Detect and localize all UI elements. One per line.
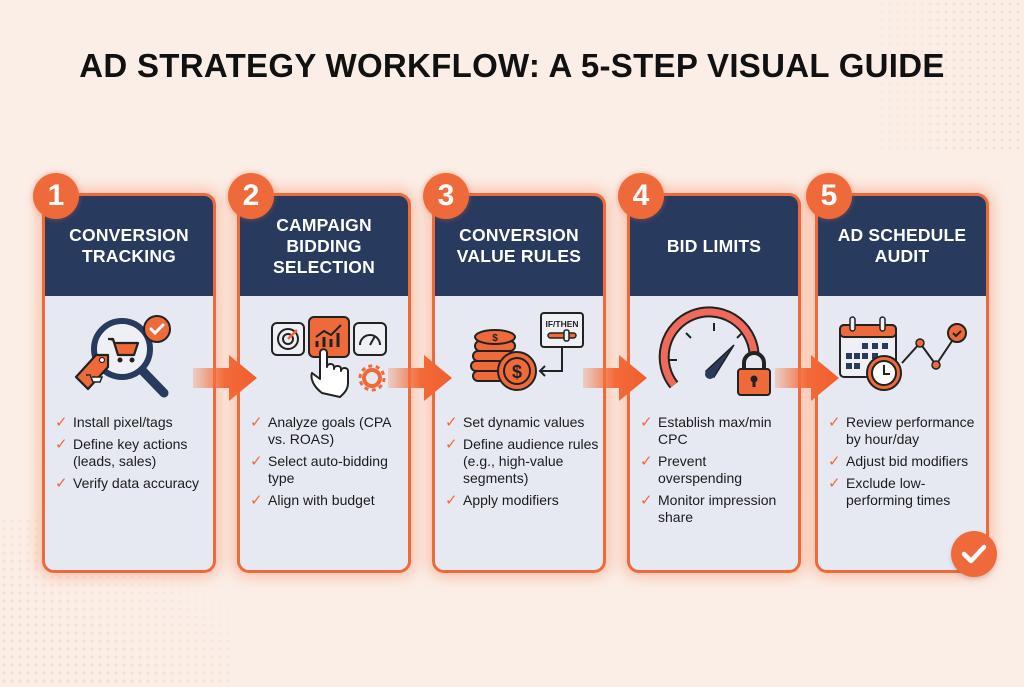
checklist-item: ✓Set dynamic values bbox=[445, 414, 585, 431]
step-number-badge: 2 bbox=[228, 173, 274, 219]
svg-text:$: $ bbox=[492, 333, 498, 344]
check-icon: ✓ bbox=[55, 475, 68, 492]
svg-text:IF/THEN: IF/THEN bbox=[545, 319, 578, 329]
step-title: AD SCHEDULE AUDIT bbox=[818, 196, 986, 296]
check-icon: ✓ bbox=[828, 414, 841, 431]
check-icon: ✓ bbox=[640, 453, 653, 470]
page-title: AD STRATEGY WORKFLOW: A 5-STEP VISUAL GU… bbox=[79, 47, 945, 84]
step-card-ad-schedule-audit: AD SCHEDULE AUDIT ✓Review performance by… bbox=[815, 193, 989, 573]
checklist-item: ✓Adjust bid modifiers bbox=[828, 453, 969, 470]
calendar-clock-trend-icon bbox=[818, 296, 986, 414]
checklist-item: ✓Define audience rules (e.g., high-value… bbox=[445, 436, 599, 486]
step-checklist: ✓Review performance by hour/day ✓Adjust … bbox=[818, 414, 986, 509]
arrow-right-icon bbox=[775, 355, 839, 401]
checklist-item: ✓Verify data accuracy bbox=[55, 475, 200, 492]
step-title: CAMPAIGN BIDDING SELECTION bbox=[240, 196, 408, 296]
check-icon: ✓ bbox=[828, 475, 841, 492]
check-icon: ✓ bbox=[250, 414, 263, 431]
magnifier-cart-tag-check-icon bbox=[45, 296, 213, 414]
check-icon: ✓ bbox=[445, 414, 458, 431]
step-card-bid-limits: BID LIMITS ✓Establish max/min CPC ✓Preve… bbox=[627, 193, 801, 573]
step-checklist: ✓Install pixel/tags ✓Define key actions … bbox=[45, 414, 213, 492]
step-number-badge: 3 bbox=[423, 173, 469, 219]
step-title: BID LIMITS bbox=[630, 196, 798, 296]
step-title: CONVERSION VALUE RULES bbox=[435, 196, 603, 296]
check-icon: ✓ bbox=[828, 453, 841, 470]
step-checklist: ✓Analyze goals (CPA vs. ROAS) ✓Select au… bbox=[240, 414, 408, 509]
check-icon: ✓ bbox=[250, 453, 263, 470]
checklist-item: ✓Analyze goals (CPA vs. ROAS) bbox=[250, 414, 391, 447]
step-card-campaign-bidding-selection: CAMPAIGN BIDDING SELECTION ✓Analyze goal… bbox=[237, 193, 411, 573]
check-icon: ✓ bbox=[55, 436, 68, 453]
checklist-item: ✓Align with budget bbox=[250, 492, 375, 509]
checklist-item: ✓Prevent overspending bbox=[640, 453, 743, 486]
step-card-conversion-value-rules: CONVERSION VALUE RULES $ $ IF/THEN ✓Set … bbox=[432, 193, 606, 573]
checklist-item: ✓Install pixel/tags bbox=[55, 414, 173, 431]
step-checklist: ✓Establish max/min CPC ✓Prevent overspen… bbox=[630, 414, 798, 526]
step-title: CONVERSION TRACKING bbox=[45, 196, 213, 296]
coins-ifthen-slider-icon: $ $ IF/THEN bbox=[435, 296, 603, 414]
completion-check-icon bbox=[951, 531, 997, 577]
check-icon: ✓ bbox=[640, 492, 653, 509]
check-icon: ✓ bbox=[250, 492, 263, 509]
check-icon: ✓ bbox=[445, 436, 458, 453]
checklist-item: ✓Establish max/min CPC bbox=[640, 414, 772, 447]
checklist-item: ✓Exclude low-performing times bbox=[828, 475, 951, 508]
check-icon: ✓ bbox=[640, 414, 653, 431]
checklist-item: ✓Select auto-bidding type bbox=[250, 453, 388, 486]
checklist-item: ✓Apply modifiers bbox=[445, 492, 559, 509]
check-icon: ✓ bbox=[445, 492, 458, 509]
svg-text:$: $ bbox=[512, 362, 522, 382]
step-number-badge: 1 bbox=[33, 173, 79, 219]
step-number-badge: 5 bbox=[806, 173, 852, 219]
step-number-badge: 4 bbox=[618, 173, 664, 219]
check-icon: ✓ bbox=[55, 414, 68, 431]
speedometer-lock-icon bbox=[630, 296, 798, 414]
target-chart-gauge-hand-gear-icon bbox=[240, 296, 408, 414]
checklist-item: ✓Define key actions (leads, sales) bbox=[55, 436, 188, 469]
step-checklist: ✓Set dynamic values ✓Define audience rul… bbox=[435, 414, 603, 509]
checklist-item: ✓Review performance by hour/day bbox=[828, 414, 975, 447]
arrow-right-icon bbox=[583, 355, 647, 401]
step-card-conversion-tracking: CONVERSION TRACKING ✓Install pixel/tags … bbox=[42, 193, 216, 573]
checklist-item: ✓Monitor impression share bbox=[640, 492, 777, 525]
arrow-right-icon bbox=[388, 355, 452, 401]
arrow-right-icon bbox=[193, 355, 257, 401]
